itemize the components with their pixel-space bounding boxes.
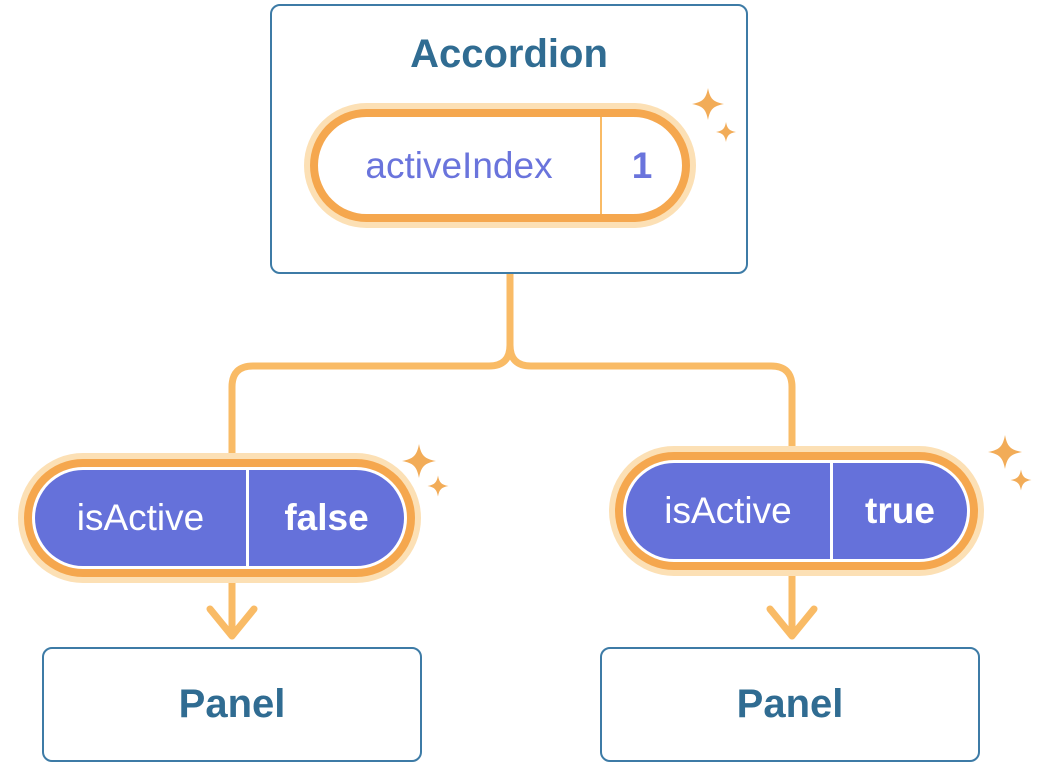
state-pill-body: activeIndex 1 — [318, 117, 682, 214]
state-pill-divider — [600, 117, 602, 214]
panel-title-left: Panel — [178, 682, 286, 726]
state-pill-activeindex: activeIndex 1 — [304, 103, 696, 228]
prop-pill-ring-right: isActive true — [615, 452, 978, 570]
state-pill-inner: activeIndex 1 — [318, 117, 682, 214]
prop-key-label-left: isActive — [76, 497, 205, 538]
prop-pill-body-left: isActive false — [35, 470, 404, 566]
state-pill-ring: activeIndex 1 — [310, 109, 690, 222]
panel-title-right: Panel — [736, 682, 844, 726]
state-value-label: 1 — [631, 144, 653, 186]
panel-component-card-right: Panel — [600, 647, 980, 762]
prop-pill-inner-left: isActive false — [32, 467, 407, 569]
prop-pill-divider-left — [246, 470, 249, 566]
prop-value-label-right: true — [865, 490, 935, 531]
branch-line-right — [506, 268, 796, 454]
sparkle-icon-right-pill — [988, 435, 1032, 491]
down-arrowhead-icon-right — [766, 605, 818, 640]
prop-pill-divider-right — [830, 463, 833, 559]
prop-key-label-right: isActive — [664, 490, 792, 531]
branch-line-left — [228, 268, 514, 462]
prop-pill-inner-right: isActive true — [623, 460, 970, 562]
panel-component-card-left: Panel — [42, 647, 422, 762]
prop-pill-isactive-false: isActive false — [18, 453, 421, 583]
prop-pill-body-right: isActive true — [626, 463, 967, 559]
accordion-title: Accordion — [410, 32, 608, 76]
down-arrowhead-icon-left — [206, 605, 258, 640]
prop-pill-isactive-true: isActive true — [609, 446, 984, 576]
state-key-label: activeIndex — [365, 144, 553, 186]
prop-pill-ring-left: isActive false — [24, 459, 415, 577]
prop-value-label-left: false — [284, 497, 369, 538]
